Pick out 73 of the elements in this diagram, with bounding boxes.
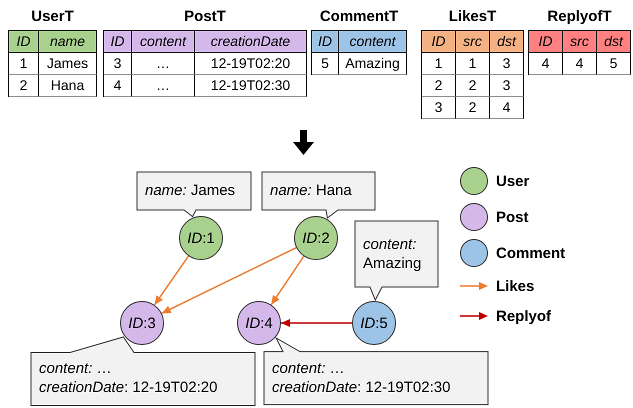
- table-title: UserT: [31, 7, 74, 27]
- column-header: content: [132, 31, 195, 53]
- data-value: 3: [490, 75, 524, 97]
- data-value: 4: [563, 53, 597, 75]
- speech-bubble: [262, 172, 375, 218]
- graph-vertex: [352, 301, 396, 345]
- graph-vertex: [179, 216, 223, 260]
- vertex-id: ID:2: [302, 230, 330, 246]
- arrow: [154, 256, 190, 306]
- speech-bubble: [137, 172, 251, 217]
- property-text: content: …: [39, 358, 113, 378]
- property-text: name: Hana: [270, 181, 353, 201]
- column-header: ID: [422, 31, 456, 53]
- data-value: 2: [422, 75, 456, 97]
- speech-bubble: [264, 338, 488, 405]
- legend-label: Replyof: [496, 308, 552, 324]
- legend-label: Likes: [496, 278, 534, 294]
- property-text: content: Amazing: [363, 234, 422, 274]
- property-text: creationDate: 12-19T02:20: [39, 378, 218, 398]
- data-value: 12-19T02:20: [195, 53, 307, 75]
- vertex-id: ID:4: [245, 314, 273, 332]
- column-header: src: [563, 31, 597, 53]
- table-title: ReplyofT: [547, 7, 612, 27]
- arrow: [270, 256, 304, 306]
- data-value: 2: [9, 75, 39, 97]
- legend-label: Post: [496, 208, 529, 226]
- data-value: 2: [456, 75, 490, 97]
- data-value: Amazing: [339, 53, 407, 75]
- data-value: …: [132, 53, 195, 75]
- arrow: [281, 319, 352, 327]
- column-header: dst: [490, 31, 524, 53]
- data-value: 3: [422, 97, 456, 119]
- vertex-id: ID:3: [128, 314, 156, 332]
- data-value: James: [39, 53, 97, 75]
- data-value: 4: [529, 53, 563, 75]
- table-title: PostT: [184, 7, 226, 27]
- data-value: 1: [9, 53, 39, 75]
- property-text: creationDate: 12-19T02:30: [272, 378, 452, 398]
- property-text: name: James: [145, 181, 236, 201]
- column-header: ID: [529, 31, 563, 53]
- data-value: 4: [490, 97, 524, 119]
- data-value: 5: [312, 53, 339, 75]
- graph-vertex: [294, 216, 338, 260]
- data-value: 2: [456, 97, 490, 119]
- property-text: content: …: [272, 358, 346, 378]
- column-header: dst: [597, 31, 631, 53]
- data-value: 4: [104, 75, 132, 97]
- table-title: LikesT: [448, 7, 496, 27]
- legend-label: Comment: [496, 244, 566, 262]
- graph-vertex: [120, 301, 164, 345]
- arrow: [161, 246, 297, 314]
- table-title: CommentT: [320, 7, 398, 27]
- speech-bubble: [31, 336, 255, 405]
- column-header: name: [39, 31, 97, 53]
- graph-vertex: [237, 301, 281, 345]
- column-header: content: [339, 31, 407, 53]
- data-value: 3: [490, 53, 524, 75]
- data-value: 1: [456, 53, 490, 75]
- column-header: ID: [104, 31, 132, 53]
- legend-label: User: [496, 172, 530, 190]
- data-value: 3: [104, 53, 132, 75]
- column-header: ID: [312, 31, 339, 53]
- column-header: creationDate: [195, 31, 307, 53]
- speech-bubble: [355, 221, 438, 300]
- data-value: 1: [422, 53, 456, 75]
- data-value: 12-19T02:30: [195, 75, 307, 97]
- data-value: Hana: [39, 75, 97, 97]
- vertex-id: ID:5: [360, 314, 388, 332]
- data-value: …: [132, 75, 195, 97]
- column-header: ID: [9, 31, 39, 53]
- column-header: src: [456, 31, 490, 53]
- data-value: 5: [597, 53, 631, 75]
- vertex-id: ID:1: [187, 230, 215, 246]
